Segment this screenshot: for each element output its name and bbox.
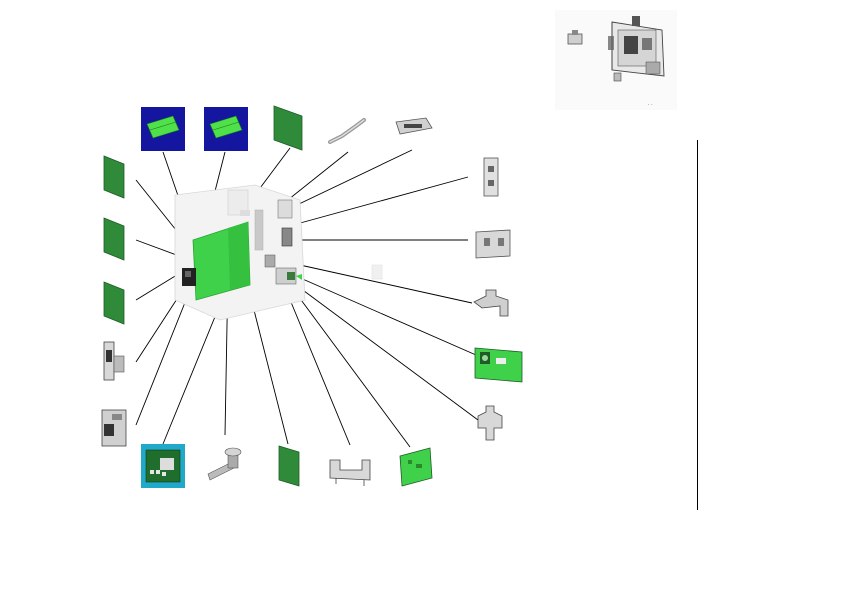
pcb-board-icon bbox=[474, 347, 523, 383]
memory-module-icon bbox=[141, 107, 185, 151]
handle-icon bbox=[328, 118, 366, 144]
overview-small-clip bbox=[613, 72, 622, 82]
pcb-board-icon bbox=[273, 105, 303, 151]
bracket-icon bbox=[475, 229, 511, 259]
memory-module-icon bbox=[204, 107, 248, 151]
memory-module-icon bbox=[141, 444, 185, 488]
overview-chassis bbox=[608, 16, 665, 77]
bracket-icon bbox=[477, 405, 503, 441]
assembly-overview-icon: · · bbox=[555, 10, 677, 110]
bracket-icon bbox=[395, 117, 433, 135]
shaft-icon bbox=[207, 447, 242, 481]
pcb-board-icon bbox=[103, 281, 125, 325]
bracket-icon bbox=[483, 157, 499, 197]
pcb-board-icon bbox=[278, 445, 300, 487]
page-divider-line bbox=[697, 140, 698, 510]
pcb-board-icon bbox=[103, 217, 125, 261]
bracket-icon bbox=[473, 289, 509, 317]
overview-tick: · · bbox=[648, 102, 653, 108]
bracket-icon bbox=[329, 459, 371, 486]
connector-icon bbox=[182, 268, 196, 286]
bracket-icon bbox=[103, 341, 125, 381]
central-assembly bbox=[174, 184, 383, 321]
pcb-board-icon bbox=[399, 447, 433, 487]
pcb-board-icon bbox=[103, 155, 125, 199]
bracket-icon bbox=[101, 409, 127, 447]
overview-small-part bbox=[567, 30, 583, 45]
